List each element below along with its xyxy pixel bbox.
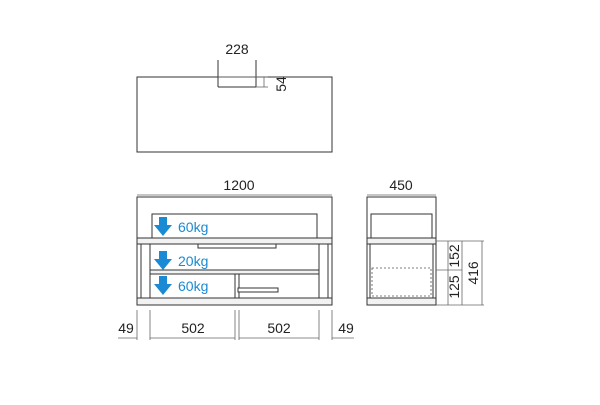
upper-height-label: 152 [446, 244, 462, 268]
base-board [136, 297, 333, 306]
side-inner-back [370, 213, 433, 241]
side-base [366, 297, 437, 306]
top-view: 228 54 [136, 41, 333, 153]
right-bay-width-label: 502 [267, 320, 291, 336]
down-arrow-icon [154, 259, 172, 270]
cutout-depth-label: 54 [273, 76, 289, 92]
side-outline [366, 196, 437, 306]
load-indicator-top: 60kg [154, 217, 208, 236]
right-leg-width-label: 49 [338, 320, 354, 336]
total-height-label: 416 [465, 261, 481, 285]
load-label-top: 60kg [178, 219, 208, 235]
overall-depth-label: 450 [389, 177, 413, 193]
front-view: 1200 1030 60kg 20kg [118, 177, 354, 340]
cutout-width-label: 228 [225, 41, 249, 57]
down-arrow-icon [154, 284, 172, 295]
bottom-dimension-lines [118, 310, 354, 340]
load-indicator-middle: 20kg [154, 251, 208, 270]
load-indicator-bottom: 60kg [154, 276, 208, 295]
side-view: 450 362 152 125 416 [366, 177, 484, 306]
top-view-outline [136, 76, 333, 153]
side-top-board [366, 237, 437, 245]
left-bay-width-label: 502 [181, 320, 205, 336]
top-drawer-handle [197, 243, 277, 249]
side-middle-shelf-hidden [371, 267, 432, 297]
back-panel [151, 213, 318, 243]
down-arrow-icon [154, 225, 172, 236]
overall-width-label: 1200 [223, 177, 254, 193]
load-label-middle: 20kg [178, 253, 208, 269]
height-dimension-lines [436, 240, 484, 306]
top-shelf [136, 237, 333, 245]
middle-shelf [149, 269, 320, 275]
lower-height-label: 125 [446, 275, 462, 299]
load-label-bottom: 60kg [178, 278, 208, 294]
left-leg-width-label: 49 [118, 320, 134, 336]
lower-drawer-handle [237, 287, 279, 293]
cable-cutout [217, 60, 268, 88]
